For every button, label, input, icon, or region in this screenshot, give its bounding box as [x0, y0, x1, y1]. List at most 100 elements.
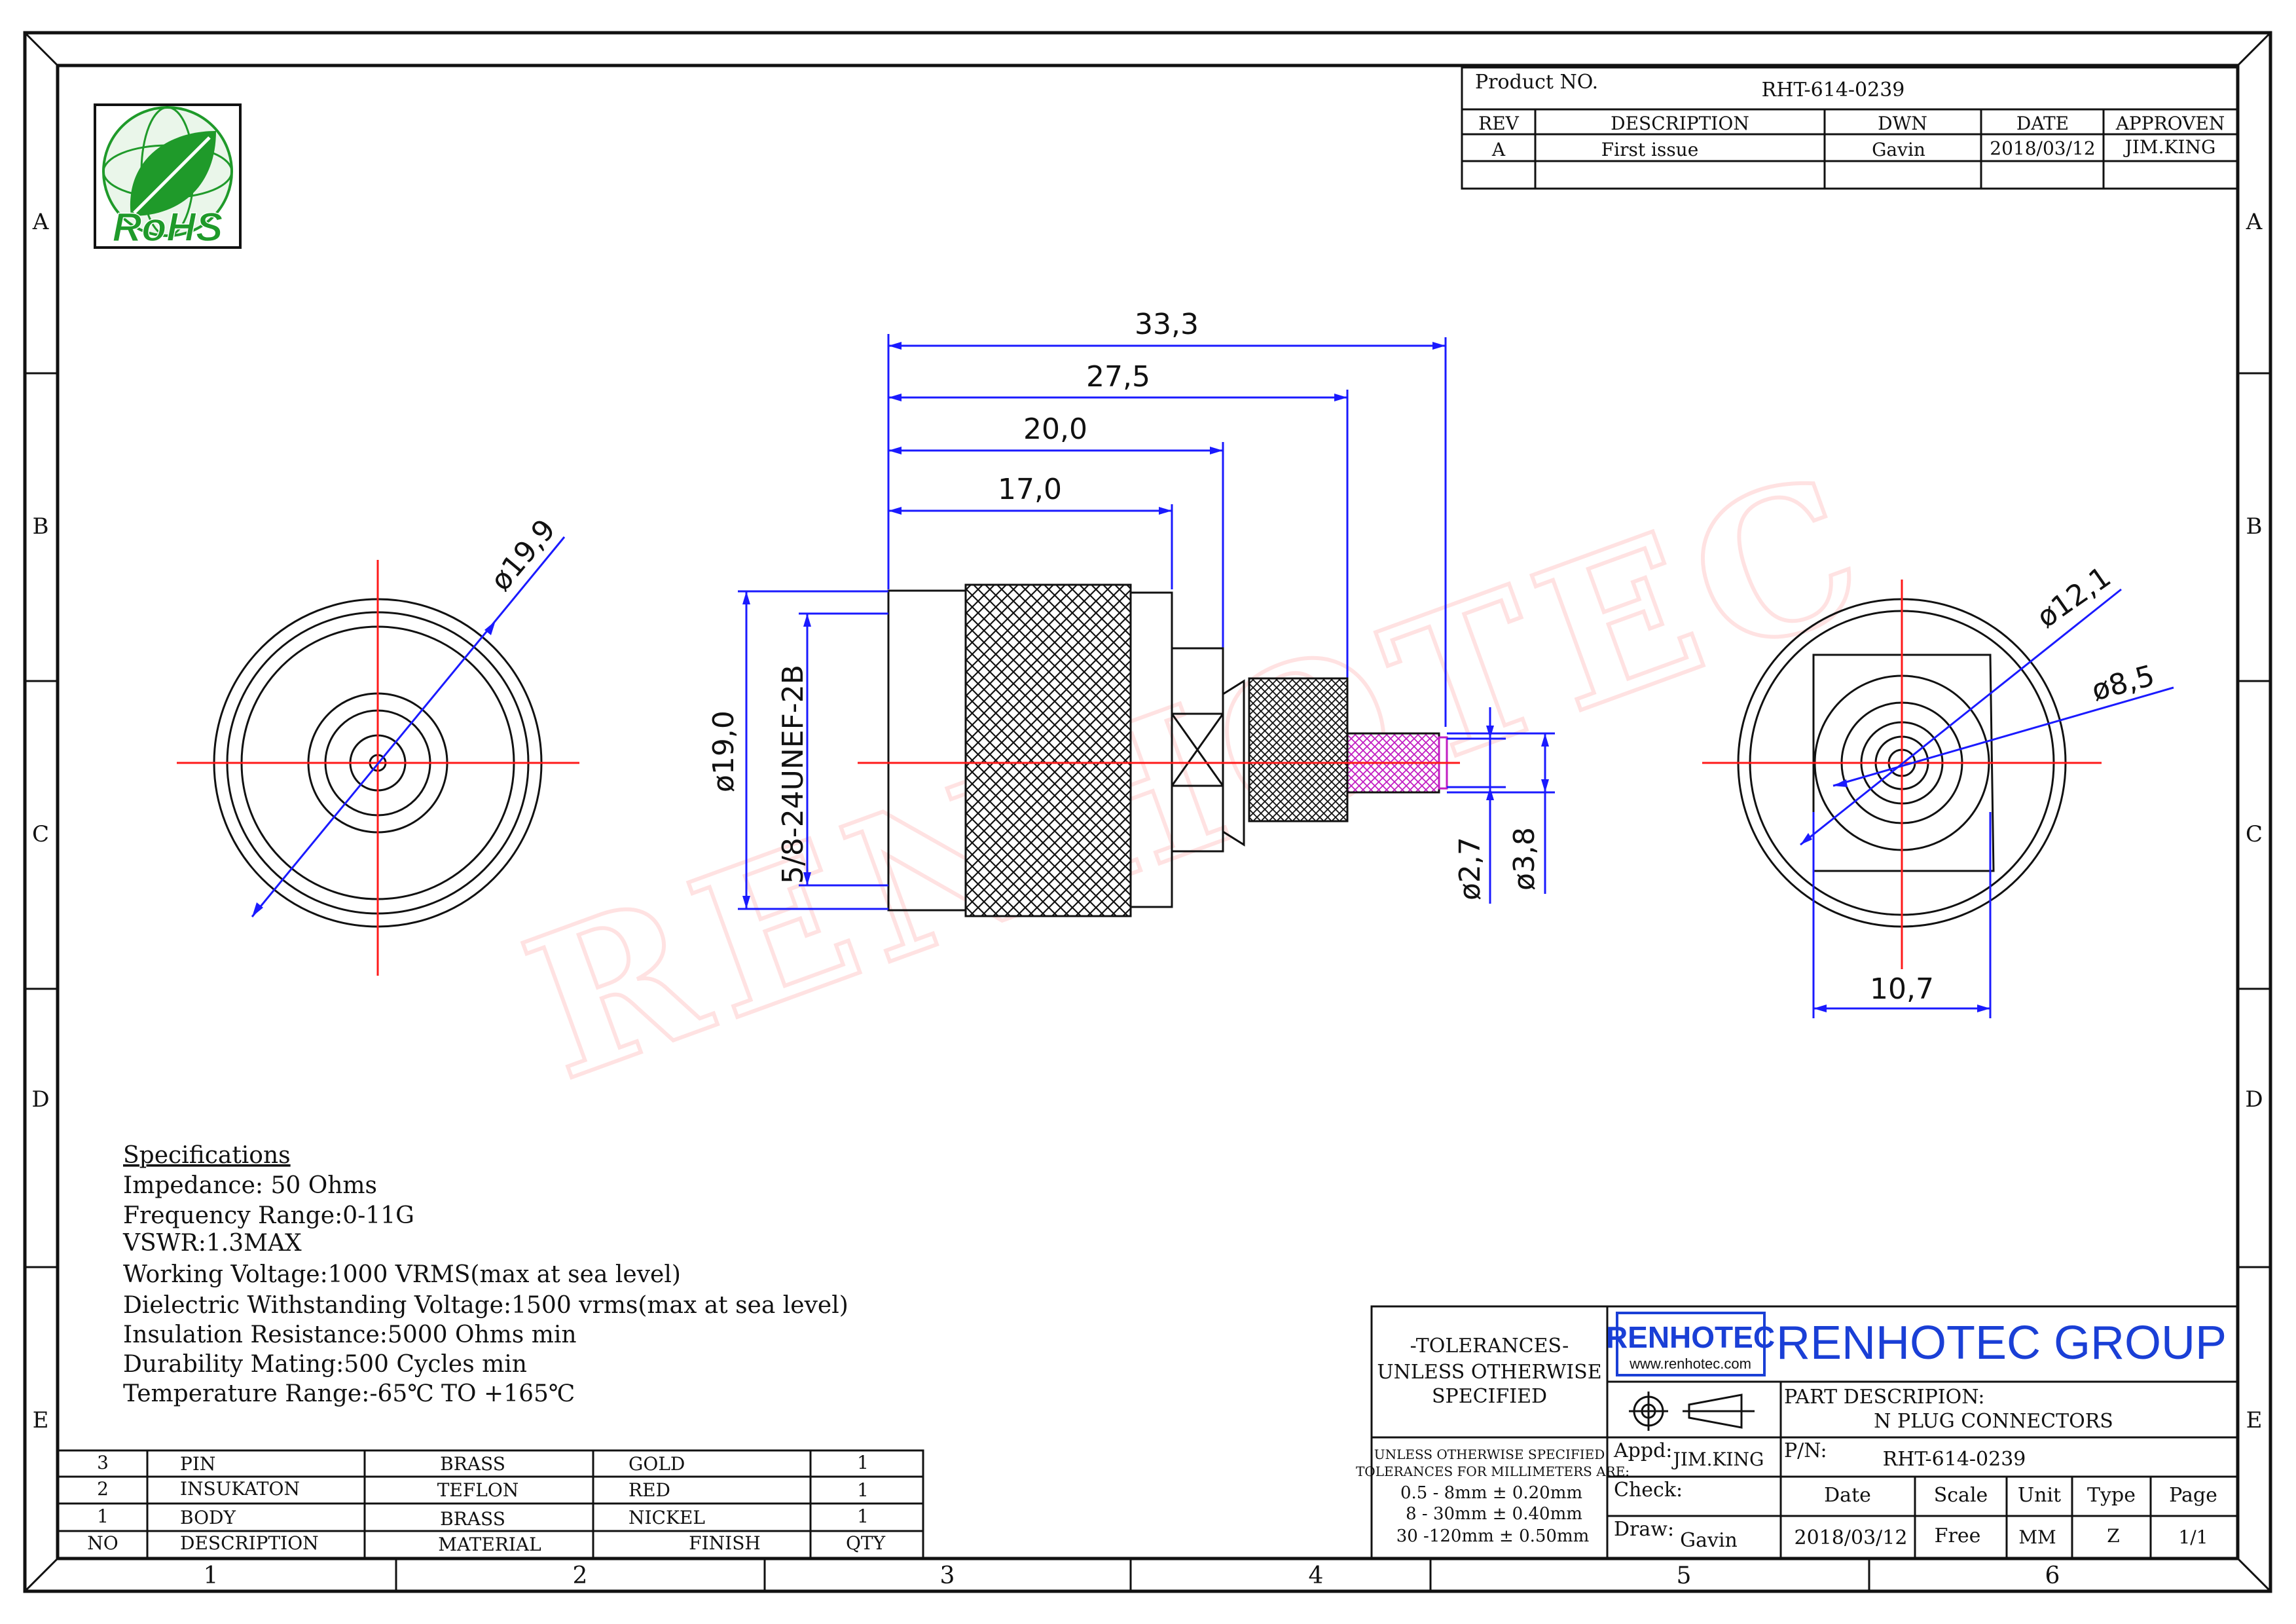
company-logo: RENHOTEC www.renhotec.com	[1606, 1312, 1775, 1376]
product-no-label: Product NO.	[1475, 71, 1598, 94]
zone-col: 2	[573, 1562, 588, 1589]
bom-header-no: NO	[87, 1532, 118, 1554]
zone-col: 6	[2045, 1562, 2060, 1589]
bom-finish: NICKEL	[629, 1507, 705, 1528]
spec-line: Insulation Resistance:5000 Ohms min	[123, 1321, 577, 1348]
spec-line: Temperature Range:-65℃ TO +165℃	[123, 1380, 575, 1407]
specifications: Specifications Impedance: 50 Ohms Freque…	[122, 1142, 848, 1407]
spec-line: Working Voltage:1000 VRMS(max at sea lev…	[123, 1261, 681, 1288]
company-logo-url: www.renhotec.com	[1629, 1356, 1751, 1372]
approven-value: JIM.KING	[2123, 136, 2216, 158]
revision-table: Product NO. RHT-614-0239 REV DESCRIPTION…	[1461, 66, 2239, 190]
spec-line: Dielectric Withstanding Voltage:1500 vrm…	[123, 1292, 848, 1319]
sheet-border	[23, 31, 2272, 1593]
dim-length-20: 20,0	[1023, 413, 1087, 446]
bom-table: 3 PIN BRASS GOLD 1 2 INSUKATON TEFLON RE…	[56, 1449, 924, 1560]
spec-line: Frequency Range:0-11G	[123, 1202, 414, 1229]
projection-symbol-icon	[1629, 1392, 1755, 1431]
spec-line: Impedance: 50 Ohms	[123, 1172, 377, 1199]
dim-length-17: 17,0	[998, 473, 1062, 506]
dim-length-27: 27,5	[1086, 360, 1150, 394]
approven-header: APPROVEN	[2115, 113, 2225, 134]
zone-row-left: A	[32, 209, 49, 235]
title-block: -TOLERANCES- UNLESS OTHERWISE SPECIFIED …	[1356, 1305, 2239, 1560]
rear-view: ø12,1 ø8,5 10,7	[1702, 561, 2174, 1018]
zone-row-left: D	[31, 1086, 49, 1113]
bom-finish: RED	[629, 1479, 670, 1501]
zone-col: 4	[1309, 1562, 1324, 1589]
tolerance-range: 8 - 30mm ± 0.40mm	[1406, 1504, 1582, 1524]
zone-labels: A B C D E A B C D E 1 2 3 4 5 6	[31, 209, 2263, 1589]
bom-desc: INSUKATON	[180, 1478, 300, 1500]
zone-row-left: E	[33, 1407, 49, 1433]
pn-value: RHT-614-0239	[1883, 1448, 2026, 1471]
bom-qty: 1	[857, 1452, 869, 1473]
bom-qty: 1	[857, 1479, 869, 1501]
zone-row-left: C	[32, 821, 49, 847]
side-view: 33,3 27,5 20,0 17,0 ø19,0	[707, 308, 1555, 917]
tolerance-note: UNLESS OTHERWISE SPECIFIED	[1374, 1447, 1605, 1462]
zone-row-left: B	[33, 513, 49, 540]
type-value: Z	[2107, 1525, 2119, 1547]
spec-heading: Specifications	[123, 1142, 291, 1169]
bom-header-finish: FINISH	[689, 1532, 761, 1554]
description-header: DESCRIPTION	[1611, 113, 1749, 134]
zone-row-right: D	[2245, 1086, 2263, 1113]
check-label: Check:	[1614, 1479, 1683, 1502]
dim-diameter-2-7: ø2,7	[1453, 837, 1487, 900]
bom-header-qty: QTY	[846, 1532, 886, 1554]
appd-value: JIM.KING	[1671, 1449, 1764, 1470]
zone-col: 3	[940, 1562, 955, 1589]
dim-diameter-3-8: ø3,8	[1508, 827, 1541, 891]
appd-label: Appd:	[1613, 1439, 1672, 1462]
date-value: 2018/03/12	[1990, 138, 2095, 159]
bom-material: TEFLON	[437, 1479, 519, 1501]
date-value: 2018/03/12	[1795, 1526, 1908, 1549]
tolerance-range: 30 -120mm ± 0.50mm	[1396, 1526, 1590, 1546]
dim-rear-diameter-8: ø8,5	[2088, 659, 2159, 707]
bom-header-material: MATERIAL	[438, 1534, 541, 1555]
description-value: First issue	[1601, 139, 1699, 160]
rohs-logo-text: RoHS	[113, 205, 223, 250]
spec-line: Durability Mating:500 Cycles min	[123, 1351, 527, 1378]
product-no: RHT-614-0239	[1762, 79, 1905, 101]
tolerance-title: SPECIFIED	[1432, 1385, 1547, 1408]
rohs-logo: RoHS	[94, 103, 242, 251]
bom-material: BRASS	[440, 1508, 505, 1530]
part-desc: N PLUG CONNECTORS	[1874, 1410, 2113, 1433]
dim-rear-diameter-12: ø12,1	[2031, 561, 2117, 635]
page-col-header: Page	[2169, 1484, 2217, 1507]
zone-row-right: C	[2246, 821, 2263, 847]
zone-row-right: E	[2246, 1407, 2263, 1433]
draw-label: Draw:	[1614, 1518, 1674, 1541]
zone-col: 5	[1677, 1562, 1692, 1589]
bom-header-desc: DESCRIPTION	[180, 1532, 319, 1554]
type-col-header: Type	[2087, 1484, 2136, 1507]
unit-col-header: Unit	[2018, 1484, 2061, 1507]
dwn-value: Gavin	[1872, 139, 1925, 160]
part-desc-label: PART DESCRIPION:	[1784, 1386, 1985, 1409]
bom-finish: GOLD	[629, 1453, 685, 1475]
page-value: 1/1	[2178, 1526, 2208, 1548]
date-col-header: Date	[1824, 1484, 1871, 1507]
tolerance-title: UNLESS OTHERWISE	[1377, 1361, 1601, 1384]
bom-no: 2	[97, 1478, 109, 1500]
rev-value: A	[1491, 139, 1506, 160]
pn-label: P/N:	[1784, 1439, 1827, 1462]
zone-row-right: A	[2246, 209, 2263, 235]
bom-material: BRASS	[440, 1453, 505, 1475]
bom-no: 1	[97, 1505, 109, 1527]
date-header: DATE	[2016, 113, 2069, 134]
company-logo-text: RENHOTEC	[1606, 1320, 1775, 1354]
rev-header: REV	[1478, 113, 1520, 134]
bom-qty: 1	[857, 1505, 869, 1527]
dwn-header: DWN	[1878, 113, 1927, 134]
zone-col: 1	[204, 1562, 219, 1589]
bom-desc: BODY	[180, 1507, 236, 1528]
tolerance-range: 0.5 - 8mm ± 0.20mm	[1400, 1483, 1582, 1503]
unit-value: MM	[2018, 1526, 2056, 1548]
draw-value: Gavin	[1680, 1529, 1738, 1552]
scale-value: Free	[1935, 1524, 1981, 1547]
bom-desc: PIN	[180, 1453, 215, 1475]
